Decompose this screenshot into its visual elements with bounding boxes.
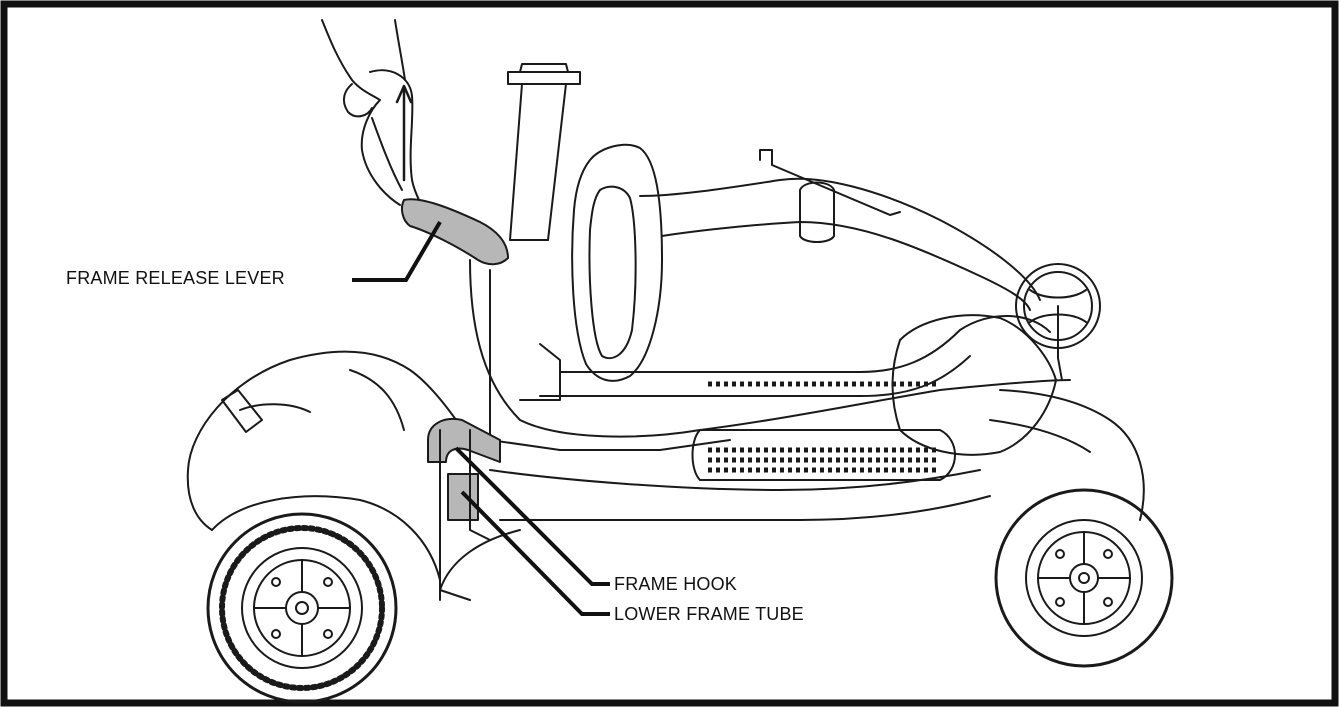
leader-frame-hook xyxy=(454,446,610,586)
frame-hook xyxy=(427,418,501,463)
rear-frame-arm xyxy=(639,149,1041,311)
front-wheel xyxy=(206,512,398,704)
front-frame-brace xyxy=(439,529,521,591)
front-fender xyxy=(186,350,471,601)
rear-knob xyxy=(1015,263,1101,381)
frame-hook-label: FRAME HOOK xyxy=(614,574,738,594)
deck-tread-pattern xyxy=(708,381,940,473)
pull-direction-arrow xyxy=(395,84,413,182)
main-deck xyxy=(469,259,1145,521)
seat-back xyxy=(571,143,663,382)
frame-release-lever xyxy=(401,198,509,266)
callout-leaders xyxy=(352,220,610,616)
frame-release-lever-label: FRAME RELEASE LEVER xyxy=(66,268,285,288)
rear-wheel xyxy=(994,488,1174,668)
leader-frame-release-lever xyxy=(352,220,442,282)
lower-frame-tube-label: LOWER FRAME TUBE xyxy=(614,604,804,624)
leader-lower-frame-tube xyxy=(460,490,610,616)
tiller-column xyxy=(507,63,581,241)
hand-illustration xyxy=(321,19,421,206)
lower-frame-tube xyxy=(447,473,479,521)
